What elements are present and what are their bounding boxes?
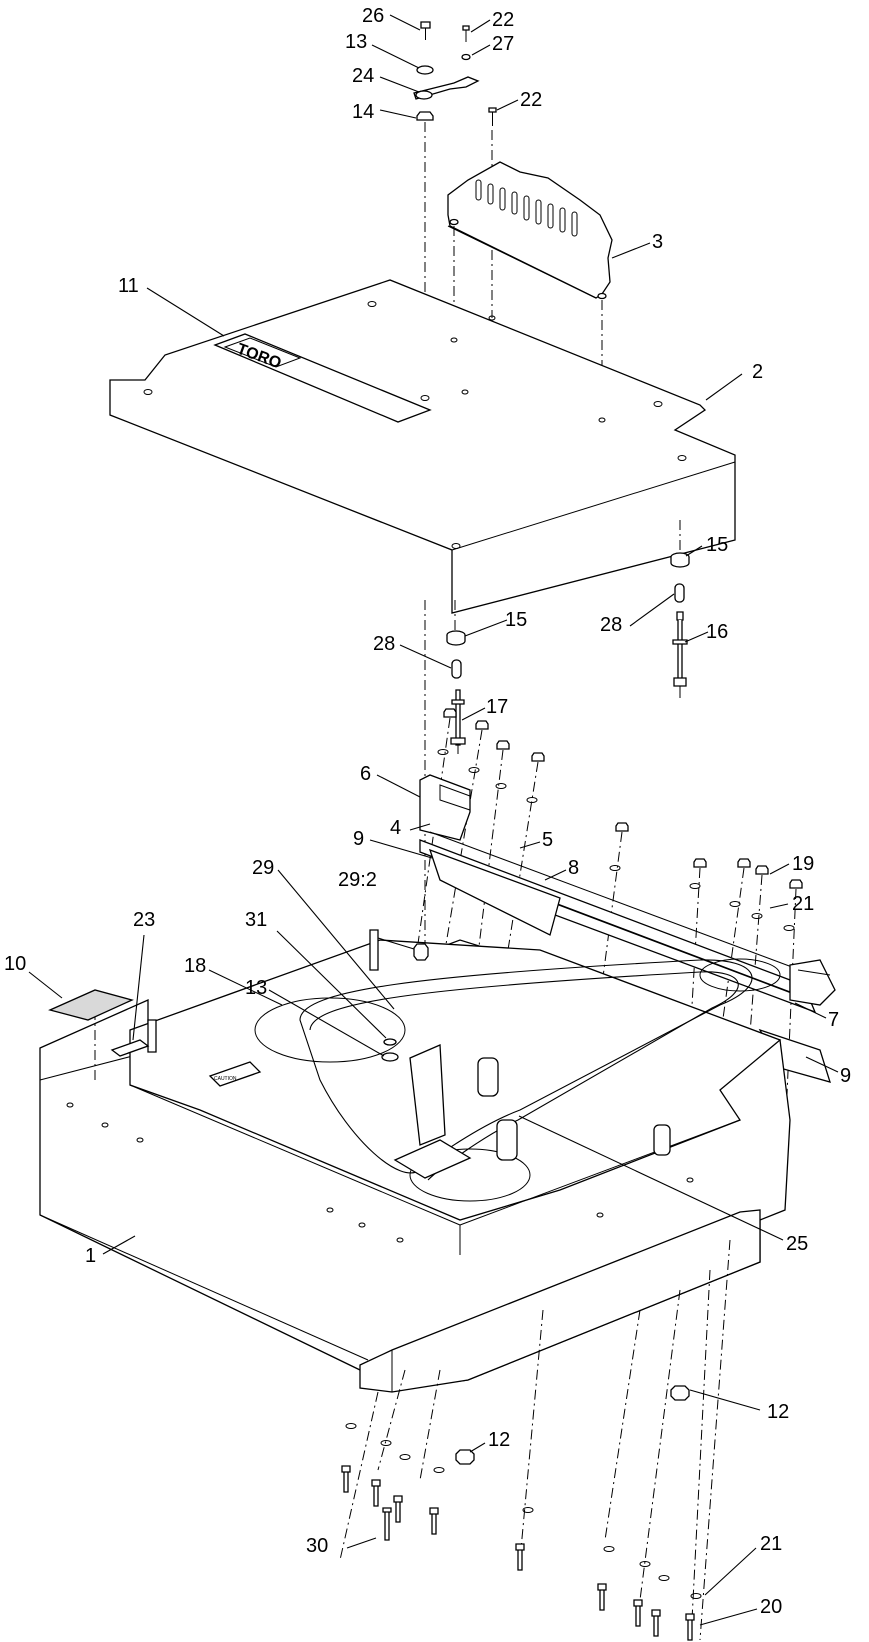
callout-labels: 26 22 13 27 24 22 14 3 11 2 15 28 16 15 … (4, 5, 851, 1618)
callout-1: 1 (85, 1245, 96, 1267)
callout-29: 29 (252, 857, 274, 879)
deck-base-part-1: CAUTION (39, 929, 791, 1393)
callout-9: 9 (840, 1065, 851, 1087)
callout-28: 28 (373, 633, 395, 655)
callout-17: 17 (486, 696, 508, 718)
callout-9: 9 (353, 828, 364, 850)
callout-24: 24 (352, 65, 374, 87)
callout-6: 6 (360, 763, 371, 785)
callout-28: 28 (600, 614, 622, 636)
callout-21: 21 (760, 1533, 782, 1555)
callout-13: 13 (345, 31, 367, 53)
callout-3: 3 (652, 231, 663, 253)
callout-4: 4 (390, 817, 401, 839)
callout-21: 21 (792, 893, 814, 915)
bracket-assembly (419, 774, 836, 1083)
decal-part-10 (48, 989, 134, 1021)
callout-2: 2 (752, 361, 763, 383)
caution-decal-text: CAUTION (214, 1076, 237, 1082)
callout-16: 16 (706, 621, 728, 643)
callout-26: 26 (362, 5, 384, 27)
callout-14: 14 (352, 101, 374, 123)
callout-10: 10 (4, 953, 26, 975)
callout-18: 18 (184, 955, 206, 977)
callout-5: 5 (542, 829, 553, 851)
callout-15: 15 (505, 609, 527, 631)
callout-20: 20 (760, 1596, 782, 1618)
top-cover-part-2: TORO (109, 279, 736, 614)
callout-11: 11 (118, 275, 139, 297)
callout-27: 27 (492, 33, 514, 55)
callout-12: 12 (488, 1429, 510, 1451)
leader-lines (28, 14, 839, 1626)
callout-30: 30 (306, 1535, 328, 1557)
bottom-fasteners (339, 1239, 731, 1641)
callout-19: 19 (792, 853, 814, 875)
callout-13: 13 (245, 977, 267, 999)
callout-22: 22 (492, 9, 514, 31)
callout-15: 15 (706, 534, 728, 556)
callout-25: 25 (786, 1233, 808, 1255)
callout-29-2: 29:2 (338, 869, 377, 891)
callout-7: 7 (828, 1009, 839, 1031)
callout-23: 23 (133, 909, 155, 931)
callout-12: 12 (767, 1401, 789, 1423)
heat-shield-part-3 (447, 161, 613, 420)
callout-8: 8 (568, 857, 579, 879)
callout-22: 22 (520, 89, 542, 111)
callout-31: 31 (245, 909, 267, 931)
